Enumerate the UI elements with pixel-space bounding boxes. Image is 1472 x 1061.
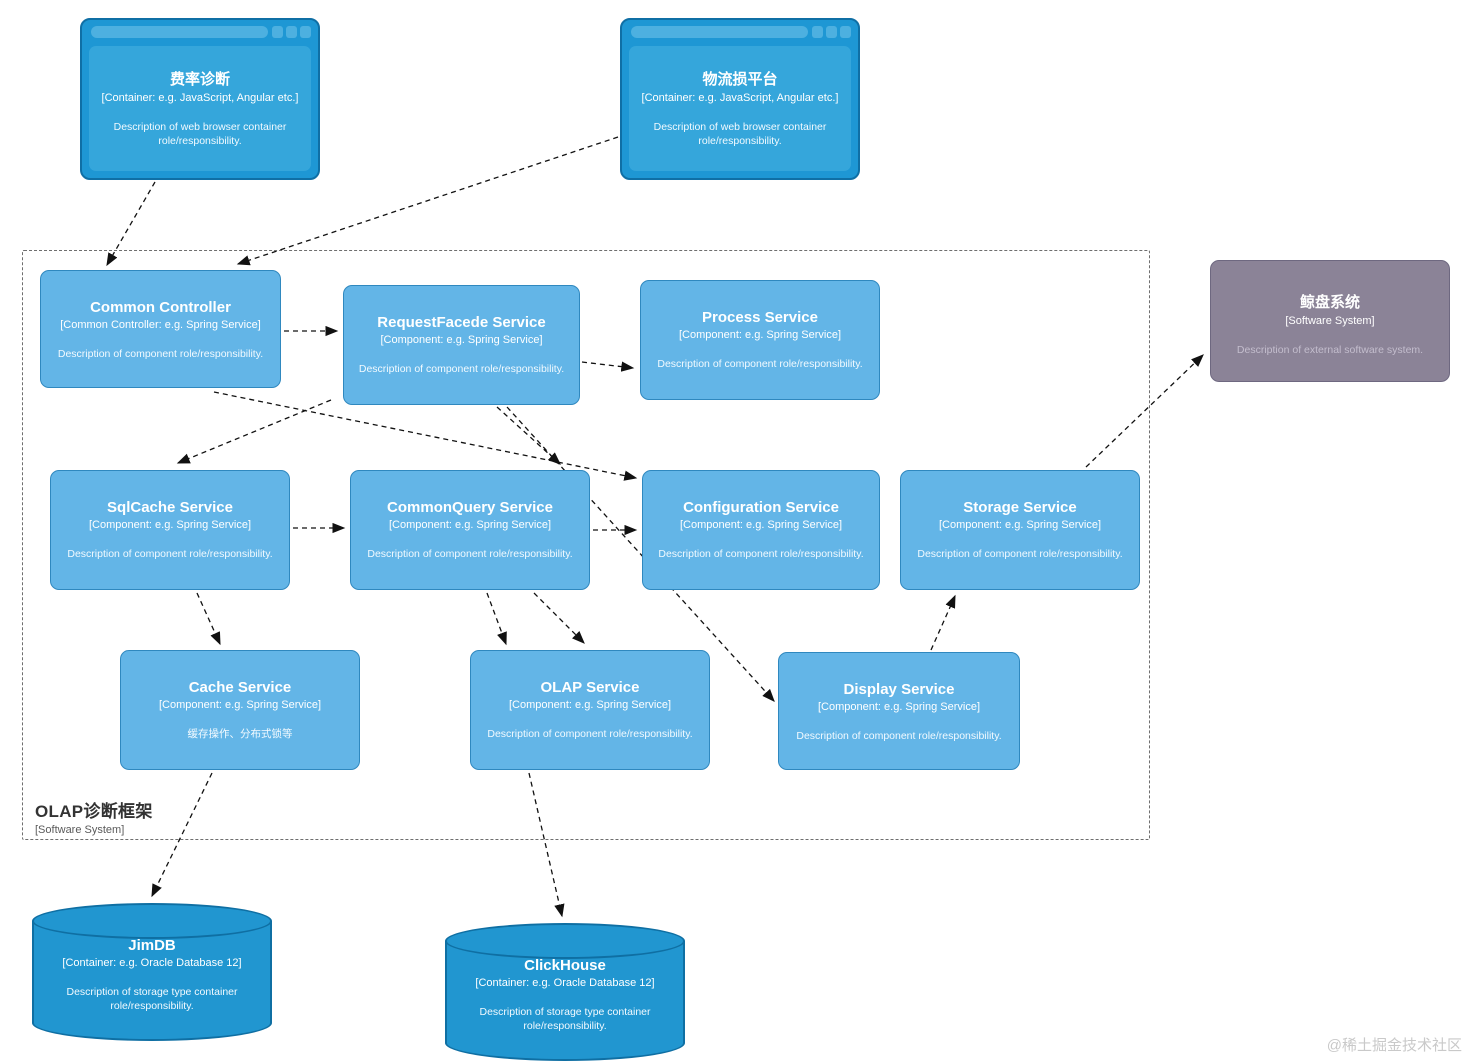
node-title: JimDB: [128, 937, 176, 954]
cylinder-shape: [32, 903, 272, 939]
container-feilv-zhenduan: 费率诊断 [Container: e.g. JavaScript, Angula…: [80, 18, 320, 180]
component-common-controller: Common Controller [Common Controller: e.…: [40, 270, 281, 388]
external-system-jingpan: 鲸盘系统 [Software System] Description of ex…: [1210, 260, 1450, 382]
system-boundary-olap: OLAP诊断框架 [Software System]: [22, 250, 1150, 840]
component-sqlcache-service: SqlCache Service [Component: e.g. Spring…: [50, 470, 290, 590]
browser-button-icon: [286, 26, 297, 38]
browser-button-icon: [300, 26, 311, 38]
database-clickhouse: ClickHouse [Container: e.g. Oracle Datab…: [445, 923, 685, 1061]
edge-olap-to-clickhouse: [528, 772, 565, 918]
node-subtitle: [Component: e.g. Spring Service]: [88, 519, 252, 531]
node-title: ClickHouse: [524, 957, 606, 974]
node-subtitle: [Component: e.g. Spring Service]: [158, 699, 322, 711]
node-subtitle: [Container: e.g. Oracle Database 12]: [62, 957, 242, 969]
node-description: Description of component role/responsibi…: [57, 348, 264, 360]
node-description: Description of component role/responsibi…: [796, 730, 1002, 742]
node-description: Description of web browser container rol…: [653, 121, 827, 148]
node-subtitle: [Component: e.g. Spring Service]: [817, 701, 981, 713]
node-description: Description of component role/responsibi…: [658, 548, 864, 560]
watermark-text: @稀土掘金技术社区: [1326, 1037, 1462, 1054]
node-title: Configuration Service: [683, 499, 839, 516]
node-subtitle: [Container: e.g. Oracle Database 12]: [475, 977, 655, 989]
node-description: Description of component role/responsibi…: [657, 358, 863, 370]
node-description: Description of external software system.: [1236, 344, 1424, 356]
browser-button-icon: [812, 26, 823, 38]
node-subtitle: [Component: e.g. Spring Service]: [938, 519, 1102, 531]
browser-content: 费率诊断 [Container: e.g. JavaScript, Angula…: [89, 46, 311, 171]
node-subtitle: [Component: e.g. Spring Service]: [679, 519, 843, 531]
node-description: Description of component role/responsibi…: [487, 728, 693, 740]
node-description: Description of component role/responsibi…: [358, 363, 565, 375]
container-wuliusun-pingtai: 物流损平台 [Container: e.g. JavaScript, Angul…: [620, 18, 860, 180]
node-description: 缓存操作、分布式锁等: [187, 728, 293, 740]
database-jimdb: JimDB [Container: e.g. Oracle Database 1…: [32, 903, 272, 1041]
node-description: Description of storage type container ro…: [66, 986, 238, 1013]
edge-sqlcache-to-cache: [196, 592, 221, 646]
boundary-label: OLAP诊断框架 [Software System]: [35, 797, 153, 836]
node-description: Description of component role/responsibi…: [67, 548, 273, 560]
component-requestfacede-service: RequestFacede Service [Component: e.g. S…: [343, 285, 580, 405]
browser-titlebar: [82, 20, 318, 44]
browser-content: 物流损平台 [Container: e.g. JavaScript, Angul…: [629, 46, 851, 171]
node-title: RequestFacede Service: [377, 314, 546, 331]
node-subtitle: [Component: e.g. Spring Service]: [388, 519, 552, 531]
node-title: Process Service: [702, 309, 818, 326]
component-commonquery-service: CommonQuery Service [Component: e.g. Spr…: [350, 470, 590, 590]
node-title: Cache Service: [188, 679, 292, 696]
component-storage-service: Storage Service [Component: e.g. Spring …: [900, 470, 1140, 590]
browser-address-bar: [631, 26, 808, 38]
edge-wuliusun-to-commoncontroller: [236, 136, 619, 266]
node-subtitle: [Component: e.g. Spring Service]: [508, 699, 672, 711]
component-configuration-service: Configuration Service [Component: e.g. S…: [642, 470, 880, 590]
node-title: SqlCache Service: [107, 499, 233, 516]
edge-display-to-storage: [930, 594, 956, 651]
browser-button-icon: [840, 26, 851, 38]
component-process-service: Process Service [Component: e.g. Spring …: [640, 280, 880, 400]
browser-button-icon: [826, 26, 837, 38]
browser-button-icon: [272, 26, 283, 38]
node-description: Description of component role/responsibi…: [917, 548, 1123, 560]
edge-commonquery-to-olap-2: [533, 592, 585, 644]
node-description: Description of storage type container ro…: [479, 1006, 651, 1033]
boundary-subtitle: [Software System]: [35, 824, 125, 836]
node-title: 物流损平台: [702, 71, 778, 88]
browser-address-bar: [91, 26, 268, 38]
node-title: Common Controller: [90, 299, 231, 316]
edge-feilv-to-commoncontroller: [106, 181, 156, 267]
node-subtitle: [Common Controller: e.g. Spring Service]: [60, 319, 261, 331]
node-subtitle: [Software System]: [1285, 315, 1375, 327]
node-title: OLAP Service: [540, 679, 640, 696]
component-cache-service: Cache Service [Component: e.g. Spring Se…: [120, 650, 360, 770]
node-title: 鲸盘系统: [1299, 294, 1360, 311]
edge-commonquery-to-olap-1: [486, 592, 507, 646]
component-display-service: Display Service [Component: e.g. Spring …: [778, 652, 1020, 770]
node-subtitle: [Component: e.g. Spring Service]: [380, 334, 543, 346]
browser-titlebar: [622, 20, 858, 44]
node-title: CommonQuery Service: [387, 499, 553, 516]
node-title: Storage Service: [963, 499, 1077, 516]
boundary-title: OLAP诊断框架: [35, 802, 153, 821]
node-description: Description of component role/responsibi…: [367, 548, 573, 560]
node-title: Display Service: [843, 681, 955, 698]
node-subtitle: [Container: e.g. JavaScript, Angular etc…: [641, 92, 839, 104]
node-subtitle: [Container: e.g. JavaScript, Angular etc…: [101, 92, 299, 104]
node-description: Description of web browser container rol…: [113, 121, 287, 148]
node-title: 费率诊断: [169, 71, 230, 88]
node-subtitle: [Component: e.g. Spring Service]: [678, 329, 842, 341]
cylinder-shape: [445, 923, 685, 959]
edge-cache-to-jimdb: [151, 772, 213, 898]
component-olap-service: OLAP Service [Component: e.g. Spring Ser…: [470, 650, 710, 770]
